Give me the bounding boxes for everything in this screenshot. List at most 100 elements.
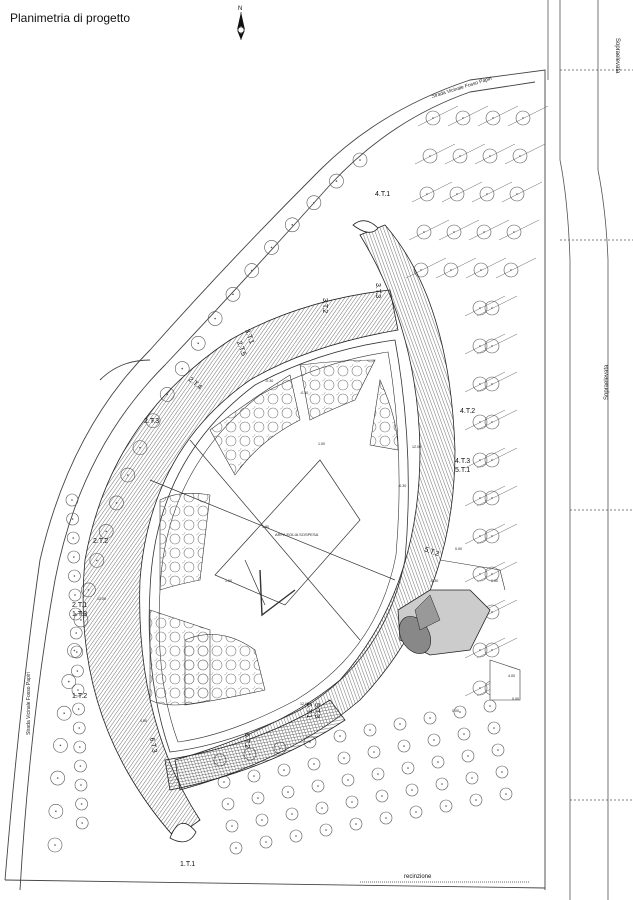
road-label-top: Strada Vicinale Fosso Papiri [431,76,493,100]
tree-icon [512,148,528,164]
tree-icon [281,785,295,799]
tree-icon [74,759,87,773]
tree-icon [472,642,488,658]
tree-icon [472,376,488,392]
tree-icon [174,361,190,376]
tree-icon [495,765,509,779]
tree-icon [71,664,84,678]
level-markers: 1.80 1.00 1.00 0.00 0.00 0.00 0.00 4.00 … [97,379,519,723]
tree-icon [443,262,459,278]
tree-icon [363,723,377,737]
tree-icon [229,841,243,855]
tree-icon [289,829,303,843]
tree-icon [72,721,86,735]
level-c: 1.00 [225,579,232,583]
tree-icon [469,793,483,807]
tree-icon [221,797,235,811]
sector-6t2: 6.T.2 [243,733,250,748]
tree-icon [349,817,363,831]
tree-icon [457,727,471,741]
tree-icon [472,528,488,544]
tree-icon [306,195,322,210]
tree-icon [485,110,501,126]
tree-icon [509,186,525,202]
level-o: 12.00 [300,702,309,706]
tree-icon [247,769,261,783]
tree-icon [207,311,223,326]
tree-icon [259,835,273,849]
level-g: 0.00 [455,547,462,551]
tree-icon [190,335,206,351]
tree-icon [75,797,88,811]
north-arrow-icon: N [237,6,245,40]
tree-icon [69,607,82,621]
tree-icon [472,566,488,582]
tree-icon [422,148,438,164]
tree-icon [449,186,465,202]
tree-icon [476,224,492,240]
tree-icon [75,816,89,830]
tree-icon [423,711,437,725]
tree-icon [277,763,291,777]
sector-2t5: 2.T.5 [235,340,247,357]
level-f: 0.00 [512,697,519,701]
tree-icon [345,795,359,809]
tree-icon [71,683,85,697]
amphitheater [82,220,456,843]
tree-icon [50,770,65,786]
level-d: 0.00 [491,579,498,583]
tree-icon [484,566,500,582]
tree-icon [333,729,347,743]
tree-icon [479,186,495,202]
tree-icon [244,263,260,278]
tree-icon [484,528,500,544]
tree-icon [307,757,321,771]
tree-icon [472,414,488,430]
sector-2t1: 2.T.1 [72,602,87,609]
tree-icon [473,262,489,278]
tree-icon [506,224,522,240]
service-building [397,559,521,701]
tree-icon [397,739,411,753]
tree-icon [472,300,488,316]
sector-1t1: 1.T.1 [180,861,195,868]
tree-icon [425,110,441,126]
tree-icon [255,813,269,827]
tree-icon [337,751,351,765]
fence-label: recinzione [404,874,432,880]
level-h: 4.00 [508,674,515,678]
north-label: N [238,6,242,12]
sector-6t3: 6.T.3 [148,737,158,753]
tree-icon [69,626,83,640]
tree-icon [72,702,85,716]
sector-2t3: 2.T.3 [144,418,159,425]
level-i: -0.30 [265,379,273,383]
sector-1t2: 1.T.2 [72,693,87,700]
tree-icon [341,773,355,787]
tree-icon [375,789,389,803]
tree-icon [452,148,468,164]
road-label-left: Strada Vicinale Fosso Papiri [26,672,32,735]
tree-icon [393,717,407,731]
level-p: 4.00 [140,719,147,723]
tree-icon [409,805,423,819]
tree-icon [401,761,415,775]
tree-icon [352,152,368,168]
tree-icon [472,680,488,696]
sector-1t3: 1.T.3 [72,611,87,618]
tree-icon [371,767,385,781]
tree-icon [73,740,87,754]
level-j: -0.30 [300,391,308,395]
tree-icon [484,300,500,316]
tree-icon [472,452,488,468]
tree-icon [315,801,329,815]
tree-icon [319,823,333,837]
tree-icon [47,837,63,853]
tree-icon [70,645,84,659]
level-l: -0.30 [430,579,438,583]
tree-icon [487,721,501,735]
sector-4t2: 4.T.2 [460,408,475,415]
level-e: 0.00 [452,709,459,713]
parking-top-right [405,105,549,697]
